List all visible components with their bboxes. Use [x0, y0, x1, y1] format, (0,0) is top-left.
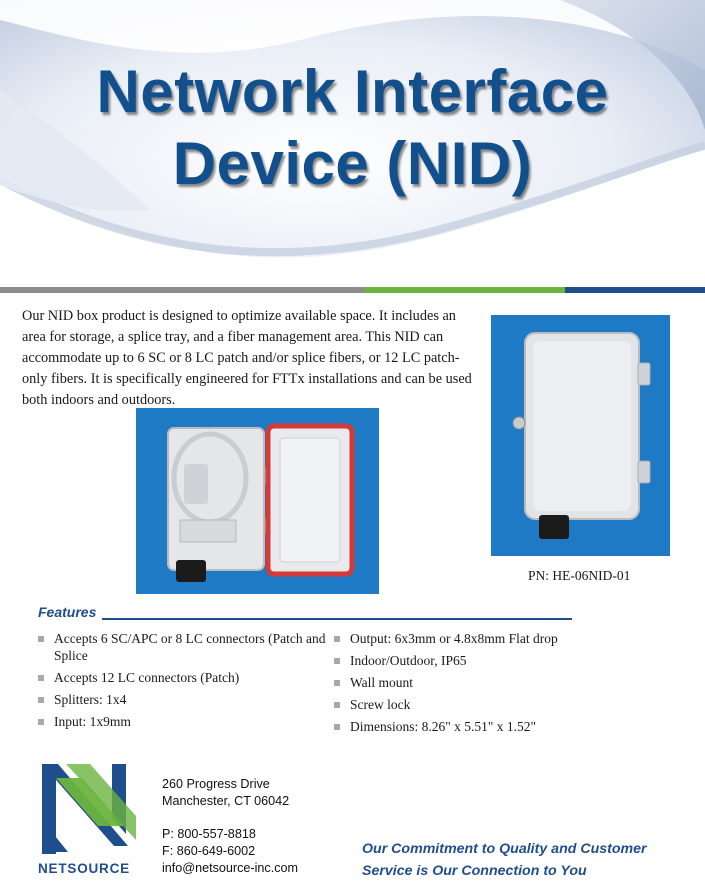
page-title-line-1: Network Interface — [96, 58, 609, 125]
phone-number: P: 800-557-8818 — [162, 827, 256, 841]
features-rule — [102, 618, 572, 620]
list-item: Wall mount — [334, 674, 614, 691]
bullet-icon — [38, 636, 44, 642]
list-item: Accepts 6 SC/APC or 8 LC connectors (Pat… — [38, 630, 328, 664]
feature-text: Input: 1x9mm — [54, 714, 131, 729]
list-item: Indoor/Outdoor, IP65 — [334, 652, 614, 669]
feature-text: Indoor/Outdoor, IP65 — [350, 653, 467, 668]
bullet-icon — [334, 702, 340, 708]
feature-text: Screw lock — [350, 697, 411, 712]
features-list-left: Accepts 6 SC/APC or 8 LC connectors (Pat… — [38, 630, 328, 735]
page-title: Network Interface Device (NID) — [0, 56, 705, 200]
feature-text: Wall mount — [350, 675, 414, 690]
address-line-2: Manchester, CT 06042 — [162, 794, 290, 808]
open-nid-photo — [136, 408, 379, 594]
bullet-icon — [334, 636, 340, 642]
bullet-icon — [38, 675, 44, 681]
features-list-right: Output: 6x3mm or 4.8x8mm Flat drop Indoo… — [334, 630, 614, 740]
section-divider — [0, 287, 705, 293]
list-item: Screw lock — [334, 696, 614, 713]
closed-nid-photo — [491, 315, 670, 556]
header-swoosh-graphic — [0, 0, 705, 288]
intro-paragraph: Our NID box product is designed to optim… — [22, 308, 472, 408]
slogan: Our Commitment to Quality and Customer S… — [362, 841, 647, 879]
company-name: NETSOURCE — [38, 861, 130, 876]
address-line-1: 260 Progress Drive — [162, 777, 270, 791]
list-item: Output: 6x3mm or 4.8x8mm Flat drop — [334, 630, 614, 647]
list-item: Dimensions: 8.26" x 5.51" x 1.52" — [334, 718, 614, 735]
email-link[interactable]: info@netsource-inc.com — [162, 861, 298, 875]
page-title-line-2: Device (NID) — [172, 130, 533, 197]
bullet-icon — [334, 658, 340, 664]
feature-text: Splitters: 1x4 — [54, 692, 127, 707]
part-number: PN: HE-06NID-01 — [528, 568, 631, 583]
divider-gray-segment — [0, 287, 365, 293]
header-banner: Network Interface Device (NID) — [0, 0, 705, 288]
bullet-icon — [38, 719, 44, 725]
list-item: Accepts 12 LC connectors (Patch) — [38, 669, 328, 686]
divider-blue-segment — [565, 287, 705, 293]
list-item: Input: 1x9mm — [38, 713, 328, 730]
netsource-logo-icon — [38, 760, 142, 856]
bullet-icon — [334, 680, 340, 686]
feature-text: Output: 6x3mm or 4.8x8mm Flat drop — [350, 631, 558, 646]
fax-number: F: 860-649-6002 — [162, 844, 256, 858]
open-nid-illustration — [167, 423, 355, 582]
list-item: Splitters: 1x4 — [38, 691, 328, 708]
closed-nid-illustration — [512, 332, 651, 539]
feature-text: Accepts 6 SC/APC or 8 LC connectors (Pat… — [54, 631, 326, 663]
feature-text: Dimensions: 8.26" x 5.51" x 1.52" — [350, 719, 537, 734]
features-heading: Features — [38, 604, 572, 624]
features-title: Features — [38, 604, 97, 620]
bullet-icon — [38, 697, 44, 703]
divider-green-segment — [365, 287, 565, 293]
bullet-icon — [334, 724, 340, 730]
feature-text: Accepts 12 LC connectors (Patch) — [54, 670, 240, 685]
